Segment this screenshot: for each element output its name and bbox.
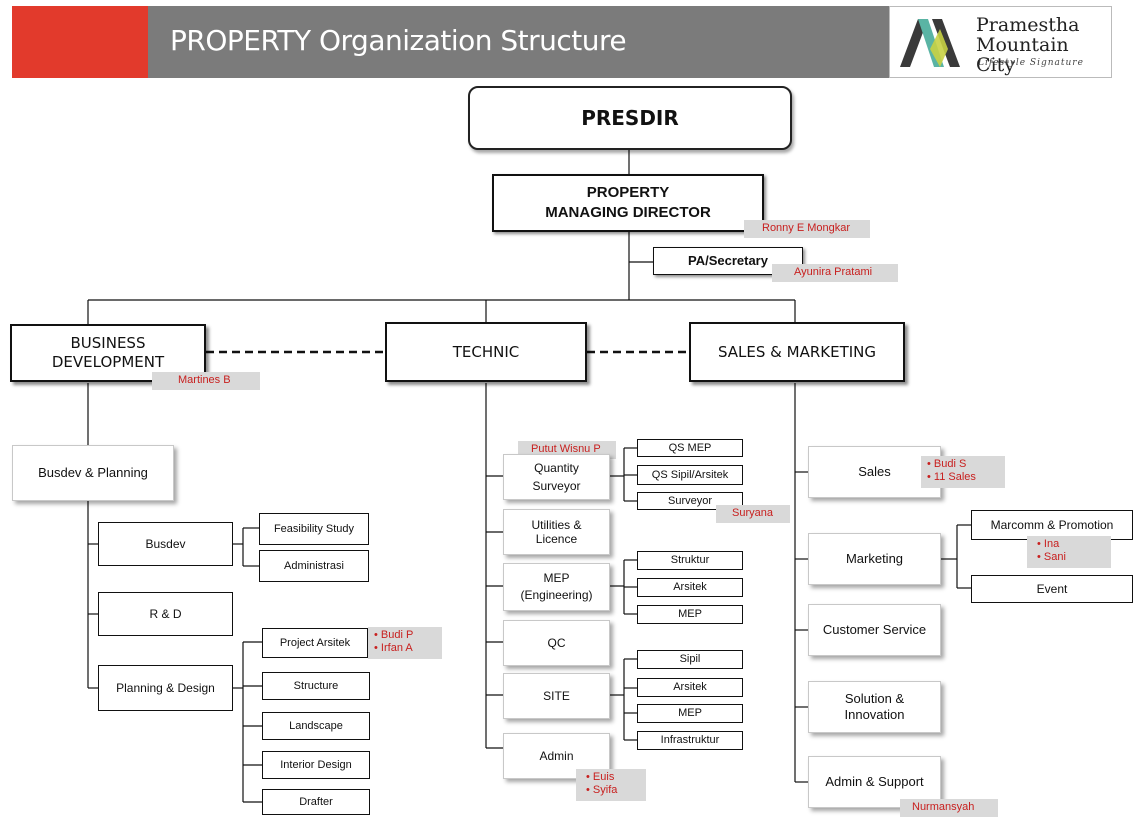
solution-innovation-box: Solution & Innovation <box>808 681 941 733</box>
project-arsitek-box: Project Arsitek <box>262 628 368 658</box>
event-box: Event <box>971 575 1133 603</box>
header-accent-bar <box>12 6 148 78</box>
managing-director-box: PROPERTY MANAGING DIRECTOR <box>492 174 764 232</box>
project-arsitek-people: Budi P Irfan A <box>368 627 442 659</box>
site-arsitek-box: Arsitek <box>637 678 743 697</box>
marcomm-people: Ina Sani <box>1027 536 1111 568</box>
sales-person-2: 11 Sales <box>927 471 999 484</box>
marcomm-person-1: Ina <box>1037 538 1105 551</box>
qs-sipil-arsitek-box: QS Sipil/Arsitek <box>637 465 743 485</box>
technic-box: TECHNIC <box>385 322 587 382</box>
surveyor-person: Suryana <box>716 505 790 523</box>
landscape-box: Landscape <box>262 712 370 740</box>
marcomm-person-2: Sani <box>1037 551 1105 564</box>
managing-director-line2: MANAGING DIRECTOR <box>545 204 711 221</box>
presdir-box: PRESDIR <box>468 86 792 150</box>
utilities-licence-box: Utilities & Licence <box>503 509 610 555</box>
managing-director-line1: PROPERTY <box>586 183 670 201</box>
project-arsitek-person-2: Irfan A <box>374 642 436 655</box>
drafter-box: Drafter <box>262 789 370 815</box>
header-title-bar <box>148 6 890 78</box>
logo-tagline: Lifestyle Signature <box>978 58 1084 68</box>
mep-engineering-box: MEP (Engineering) <box>503 563 610 611</box>
admin-support-person: Nurmansyah <box>900 799 998 817</box>
marcomm-promotion-box: Marcomm & Promotion <box>971 510 1133 540</box>
busdev-planning-box: Busdev & Planning <box>12 445 174 501</box>
logo-name-line1: Pramestha <box>976 14 1080 36</box>
quantity-surveyor-box: Quantity Surveyor <box>503 454 610 500</box>
sales-box: Sales <box>808 446 941 498</box>
technic-admin-person-1: Euis <box>586 771 640 784</box>
company-logo: Pramestha Mountain City Lifestyle Signat… <box>889 6 1112 78</box>
infrastruktur-box: Infrastruktur <box>637 731 743 750</box>
technic-admin-people: Euis Syifa <box>576 769 646 801</box>
arsitek-box: Arsitek <box>637 578 743 597</box>
customer-service-box: Customer Service <box>808 604 941 656</box>
interior-design-box: Interior Design <box>262 751 370 779</box>
logo-name-line2: Mountain City <box>976 34 1069 76</box>
rnd-box: R & D <box>98 592 233 636</box>
sales-people: Budi S 11 Sales <box>921 456 1005 488</box>
logo-wordmark: Pramestha Mountain City <box>976 15 1111 75</box>
administrasi-box: Administrasi <box>259 550 369 582</box>
site-box: SITE <box>503 673 610 719</box>
technic-admin-person-2: Syifa <box>586 784 640 797</box>
struktur-box: Struktur <box>637 551 743 570</box>
structure-box: Structure <box>262 672 370 700</box>
mep-sub-box: MEP <box>637 605 743 624</box>
project-arsitek-person-1: Budi P <box>374 629 436 642</box>
managing-director-person: Ronny E Mongkar <box>744 220 870 238</box>
site-mep-box: MEP <box>637 704 743 723</box>
sales-marketing-box: SALES & MARKETING <box>689 322 905 382</box>
marketing-box: Marketing <box>808 533 941 585</box>
sipil-box: Sipil <box>637 650 743 669</box>
page-title: PROPERTY Organization Structure <box>170 24 627 57</box>
business-development-person: Martines B <box>152 372 260 390</box>
feasibility-study-box: Feasibility Study <box>259 513 369 545</box>
planning-design-box: Planning & Design <box>98 665 233 711</box>
mountain-logo-icon <box>900 19 960 67</box>
pa-secretary-person: Ayunira Pratami <box>772 264 898 282</box>
qs-mep-box: QS MEP <box>637 439 743 457</box>
qc-box: QC <box>503 620 610 666</box>
busdev-box: Busdev <box>98 522 233 566</box>
sales-person-1: Budi S <box>927 458 999 471</box>
